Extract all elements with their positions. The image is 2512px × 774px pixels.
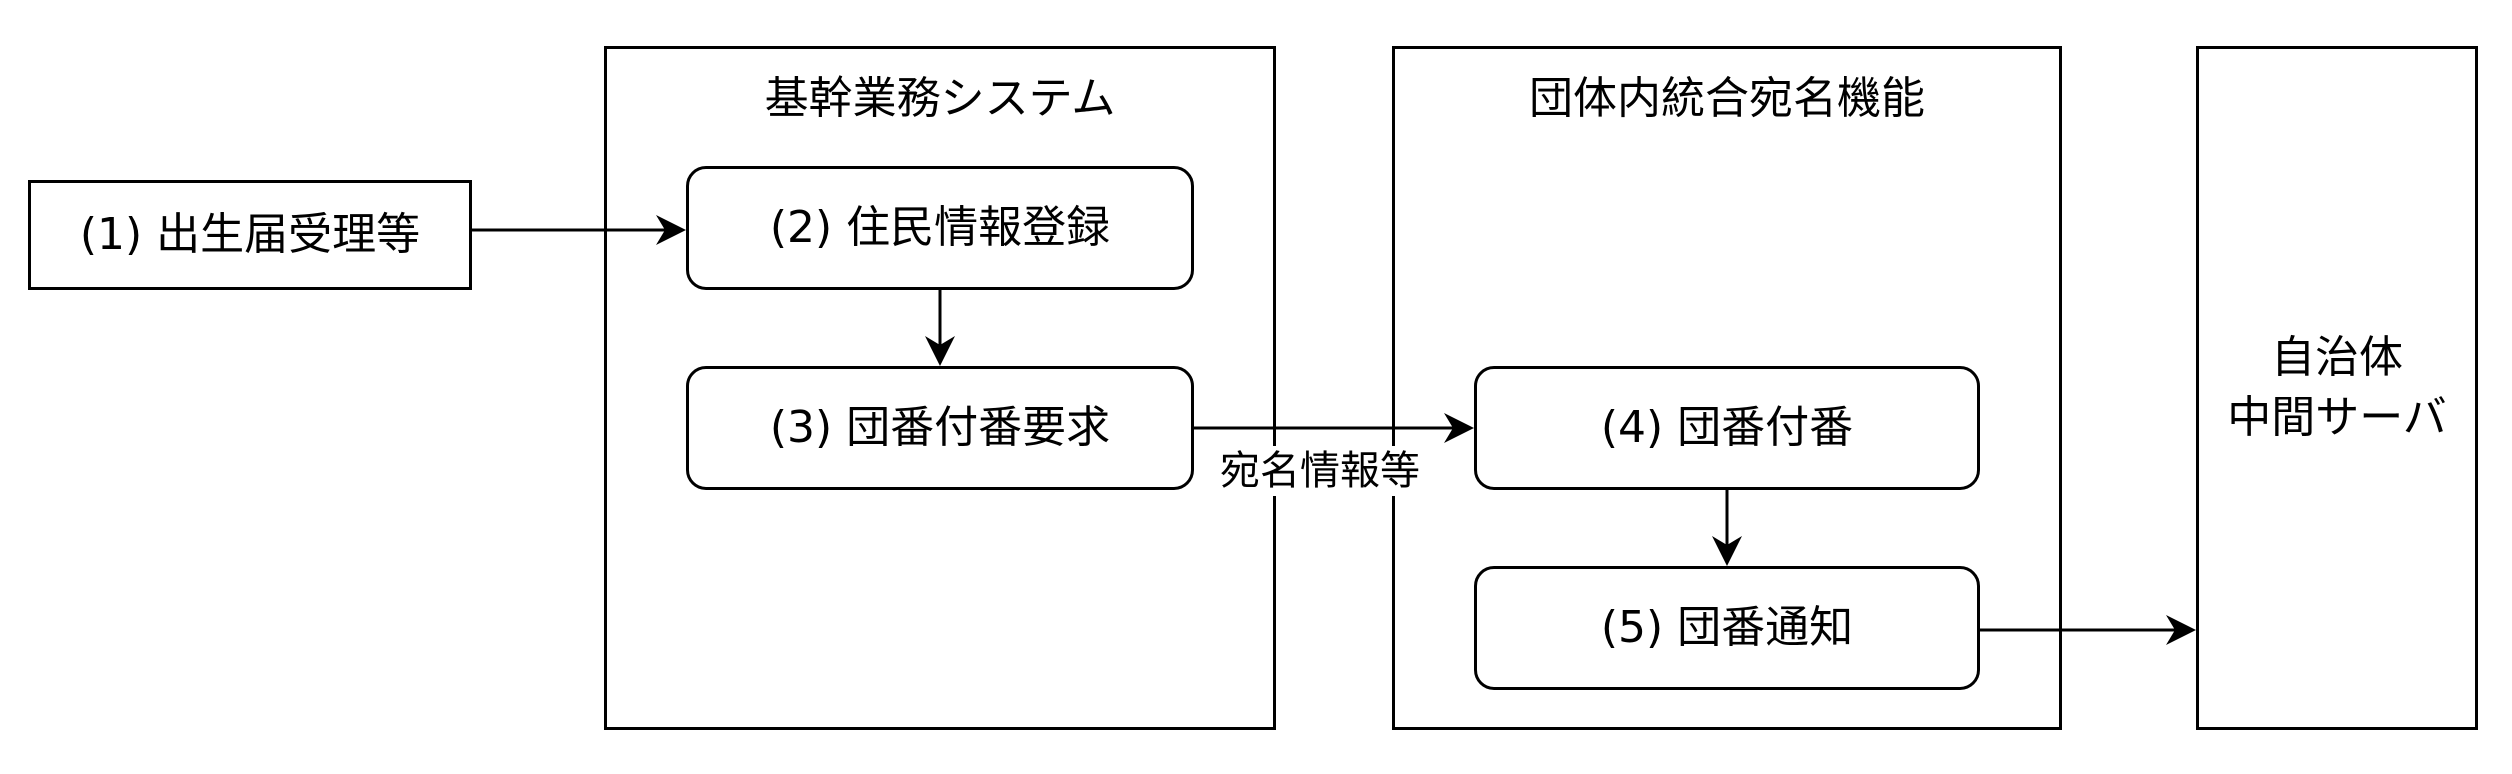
intermediate-server-box: 自治体 中間サーバ bbox=[2196, 46, 2478, 730]
id-request-node: (3) 団番付番要求 bbox=[686, 366, 1194, 490]
id-notify-node: (5) 団番通知 bbox=[1474, 566, 1980, 690]
edge-request-label: 宛名情報等 bbox=[1216, 446, 1424, 496]
resident-registration-node: (2) 住民情報登録 bbox=[686, 166, 1194, 290]
server-label-line1: 自治体 bbox=[2271, 332, 2403, 383]
integrated-addressee-title: 団体内統合宛名機能 bbox=[1529, 73, 1925, 124]
core-system-title: 基幹業務システム bbox=[764, 73, 1116, 124]
id-assign-node: (4) 団番付番 bbox=[1474, 366, 1980, 490]
birth-notice-node: (1) 出生届受理等 bbox=[28, 180, 472, 290]
server-label-line2: 中間サーバ bbox=[2227, 392, 2447, 443]
